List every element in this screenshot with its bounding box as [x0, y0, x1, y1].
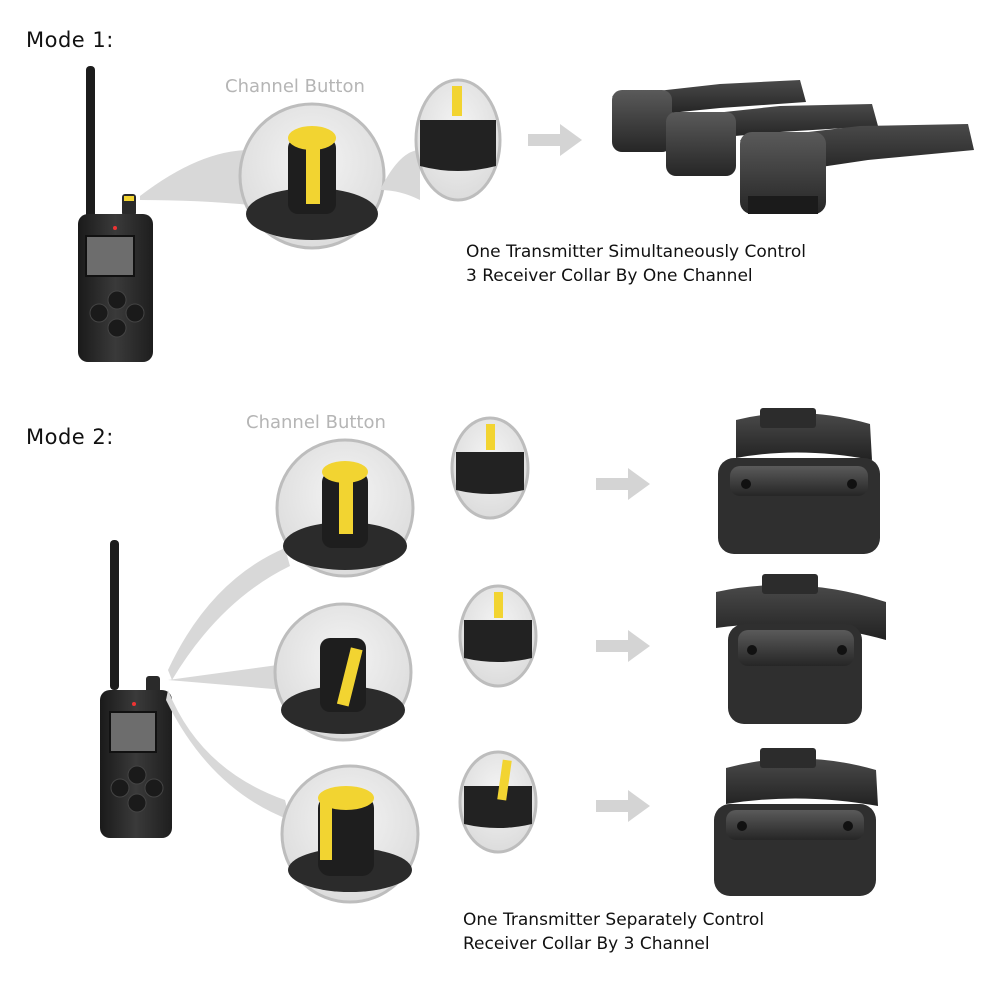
channel-knob-icon: [280, 764, 420, 904]
channel-knob-icon: [414, 78, 502, 202]
collar-receiver-icon: [716, 574, 886, 724]
channel-knob-icon: [458, 750, 538, 854]
arrow-right-icon: [596, 630, 650, 662]
mode2-label: Mode 2:: [26, 425, 114, 449]
arrow-right-icon: [596, 790, 650, 822]
transmitter-icon: [100, 540, 172, 838]
mode1-caption-line1: One Transmitter Simultaneously Control: [466, 242, 806, 262]
mode1-caption-line2: 3 Receiver Collar By One Channel: [466, 266, 753, 286]
channel-knob-icon: [450, 416, 530, 520]
channel-knob-icon: [275, 438, 415, 578]
collar-receiver-icon: [718, 408, 880, 554]
channel-knob-icon: [238, 102, 386, 250]
channel-knob-icon: [273, 602, 413, 742]
mode2-caption-line1: One Transmitter Separately Control: [463, 910, 765, 930]
mode1-caption: One Transmitter Simultaneously Control 3…: [466, 240, 806, 288]
mode1-channel-label: Channel Button: [225, 76, 365, 97]
arrow-right-icon: [528, 124, 582, 156]
mode1-label: Mode 1:: [26, 28, 114, 52]
arrow-right-icon: [596, 468, 650, 500]
channel-knob-icon: [458, 584, 538, 688]
mode2-caption: One Transmitter Separately Control Recei…: [463, 908, 764, 956]
collar-receiver-icon: [740, 124, 974, 214]
collar-receiver-icon: [666, 104, 878, 176]
mode2-caption-line2: Receiver Collar By 3 Channel: [463, 934, 710, 954]
collar-receiver-icon: [714, 748, 878, 896]
collar-receiver-icon: [612, 80, 806, 152]
mode2-channel-label: Channel Button: [246, 412, 386, 433]
transmitter-icon: [78, 66, 153, 362]
